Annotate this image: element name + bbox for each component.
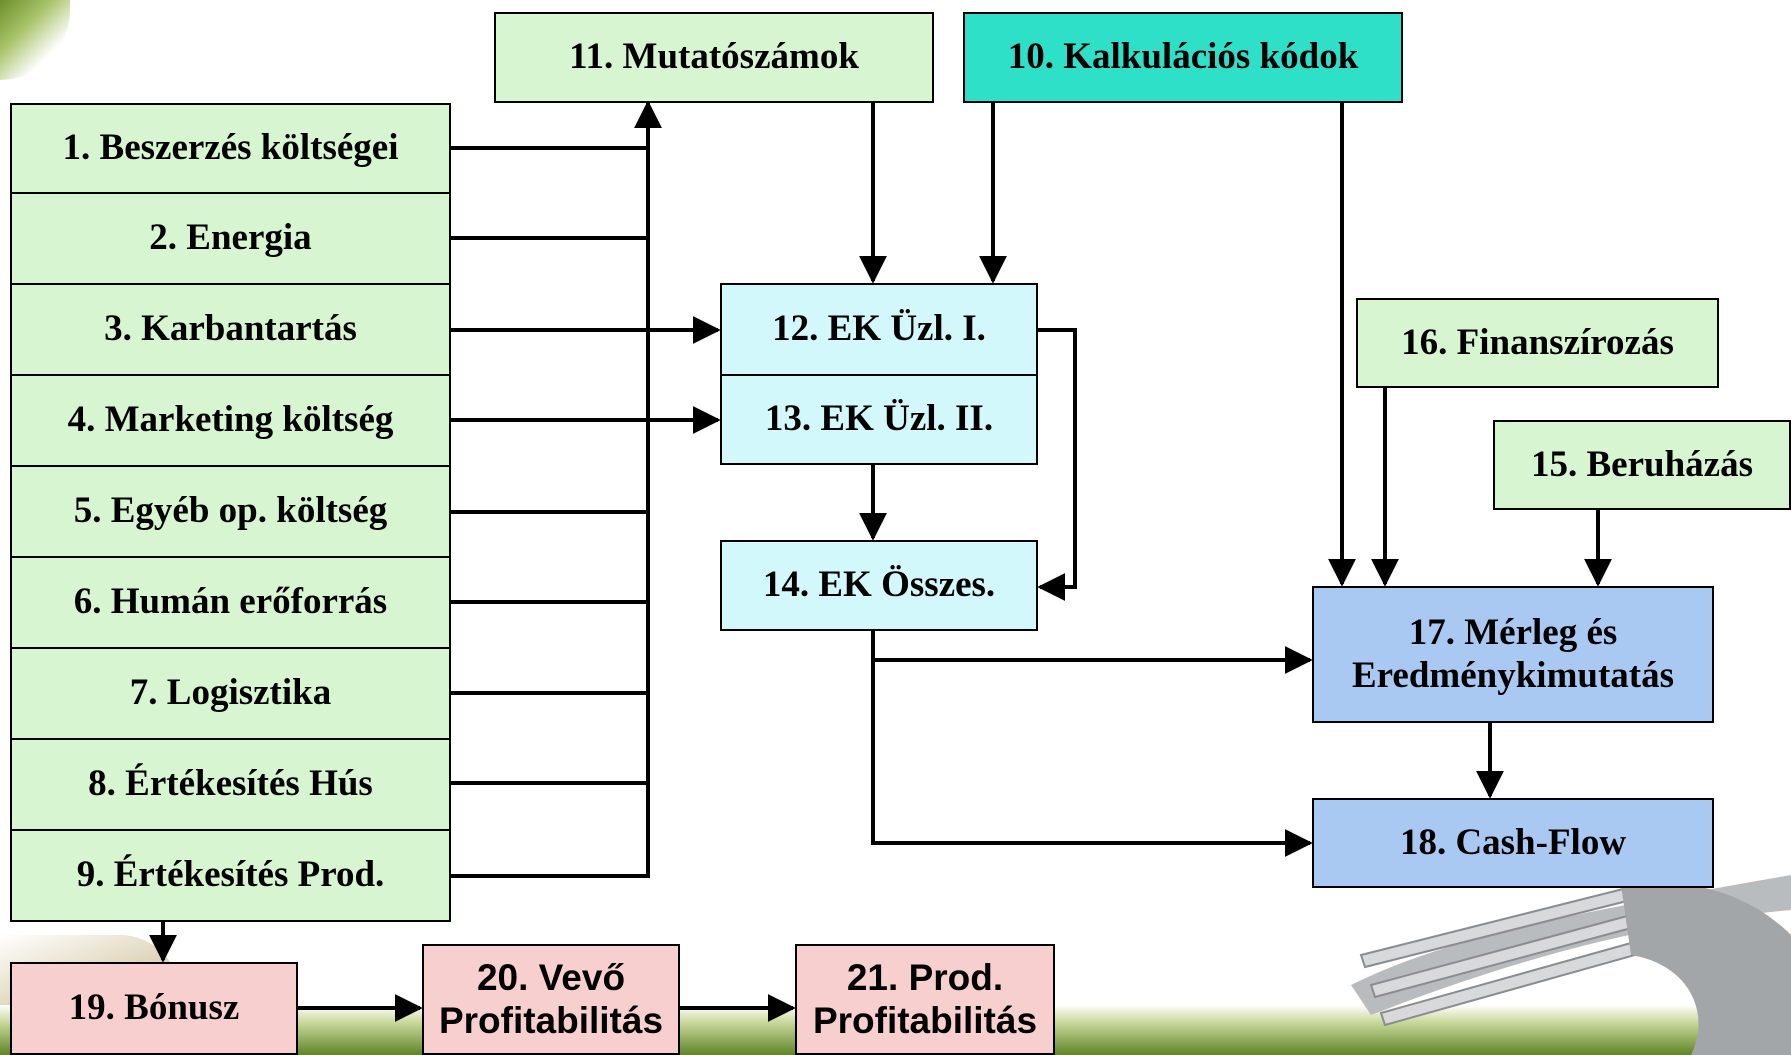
node-11-mutatoszamok: 11. Mutatószámok [494,12,934,103]
node-19-bonusz: 19. Bónusz [10,962,298,1055]
node-14-ek-osszes: 14. EK Összes. [720,540,1038,631]
node-12-ek-uzl-1: 12. EK Üzl. I. [720,283,1038,376]
node-6-human: 6. Humán erőforrás [10,556,451,649]
node-10-kalkulacios-kodok: 10. Kalkulációs kódok [963,12,1403,103]
node-3-karbantartas: 3. Karbantartás [10,283,451,376]
node-5-egyeb: 5. Egyéb op. költség [10,465,451,558]
node-8-ertekesites-hus: 8. Értékesítés Hús [10,738,451,831]
node-20-vevo-profitabilitas: 20. Vevő Profitabilitás [422,944,680,1055]
node-7-logisztika: 7. Logisztika [10,647,451,740]
node-9-ertekesites-prod: 9. Értékesítés Prod. [10,829,451,922]
node-18-cash-flow: 18. Cash-Flow [1312,798,1714,888]
node-13-ek-uzl-2: 13. EK Üzl. II. [720,374,1038,465]
node-4-marketing: 4. Marketing költség [10,374,451,467]
node-1-beszerzes: 1. Beszerzés költségei [10,103,451,194]
fork-icon [1351,875,1791,1055]
node-16-finanszirozas: 16. Finanszírozás [1356,298,1719,388]
node-15-beruhazas: 15. Beruházás [1493,420,1791,510]
node-21-prod-profitabilitas: 21. Prod. Profitabilitás [795,944,1055,1055]
node-2-energia: 2. Energia [10,192,451,285]
node-17-merleg: 17. Mérleg és Eredménykimutatás [1312,586,1714,723]
